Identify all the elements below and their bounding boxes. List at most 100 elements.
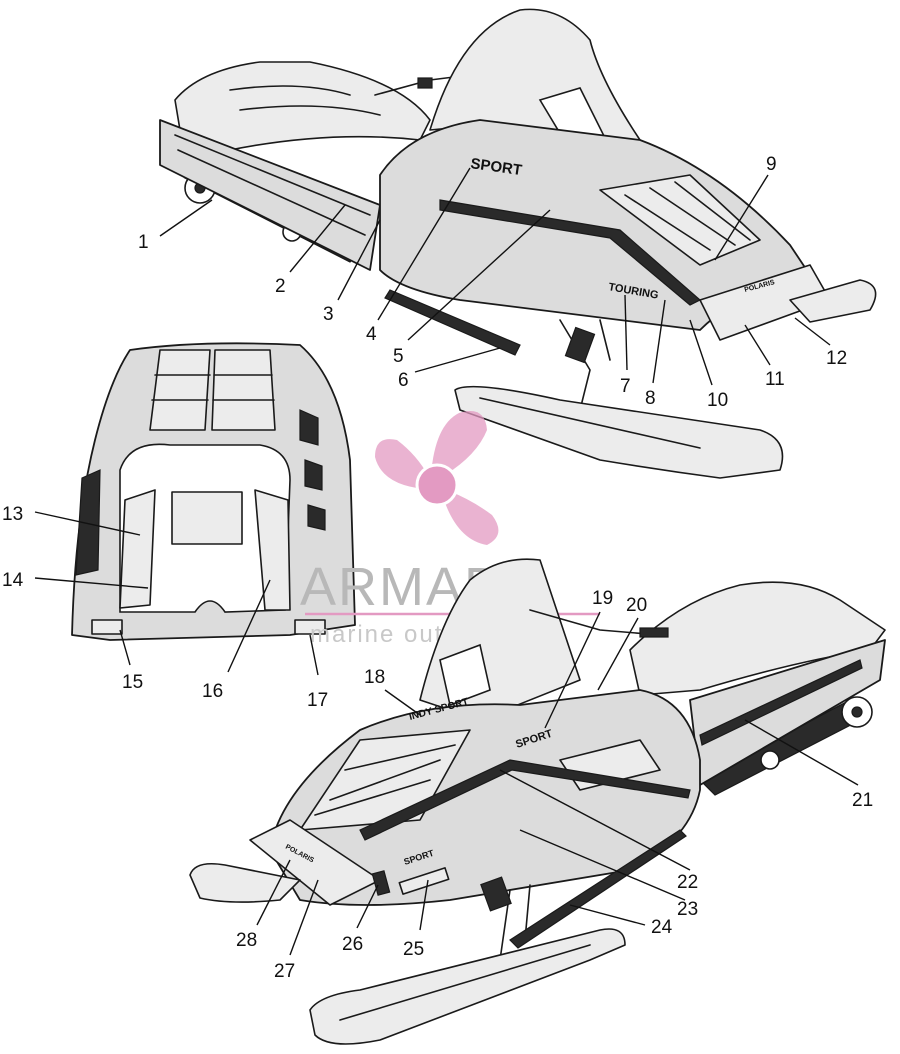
- leader-19: [544, 611, 601, 729]
- leader-24: [569, 904, 646, 926]
- callout-20: 20: [626, 595, 647, 616]
- leader-7: [624, 294, 628, 371]
- leader-6: [414, 347, 501, 373]
- callout-22: 22: [677, 872, 698, 893]
- hood-top-vent-left: [149, 349, 211, 431]
- hood-stripe-decal-bottom: [359, 759, 691, 841]
- leader-4: [377, 167, 471, 321]
- callout-16: 16: [202, 681, 223, 702]
- callout-18: 18: [364, 667, 385, 688]
- callout-17: 17: [307, 690, 328, 711]
- shock-bottom: [480, 876, 512, 912]
- side-slot-3: [307, 504, 326, 531]
- hood-front-view: [71, 342, 356, 641]
- side-slot-2: [304, 459, 323, 491]
- hood-top: [379, 119, 811, 331]
- side-slot-left: [75, 469, 101, 576]
- hood-vents-top: [599, 174, 761, 266]
- callout-3: 3: [323, 304, 334, 325]
- leader-5: [407, 209, 551, 341]
- propeller-blade-top: [431, 411, 487, 475]
- leader-28: [256, 859, 291, 926]
- leader-16: [227, 579, 271, 673]
- leader-9: [714, 174, 769, 261]
- leader-lines: [34, 167, 859, 956]
- leader-3: [337, 219, 381, 301]
- lower-side-stripe-bottom: [509, 829, 687, 949]
- hood-corner-vent-left: [91, 619, 123, 635]
- callout-5: 5: [393, 346, 404, 367]
- leader-26: [356, 884, 379, 929]
- seat-stitch-top: [229, 85, 381, 116]
- callout-24: 24: [651, 917, 673, 938]
- leader-21: [744, 719, 859, 786]
- tunnel-side-top: [159, 119, 381, 271]
- leader-25: [419, 879, 429, 931]
- callout-1: 1: [138, 232, 149, 253]
- callout-14: 14: [2, 570, 24, 591]
- shock-top: [564, 326, 596, 364]
- snowmobile-top: SPORT TOURING POLARIS: [159, 8, 877, 479]
- callout-19: 19: [592, 588, 613, 609]
- hood-top-vent-right: [211, 349, 276, 431]
- tunnel-stripe-bottom: [699, 659, 863, 746]
- leader-13: [34, 511, 141, 536]
- leader-23: [519, 829, 686, 901]
- front-suspension-top: [559, 319, 611, 411]
- leader-20: [597, 617, 639, 691]
- propeller-hub-ring: [415, 463, 459, 507]
- callout-11: 11: [765, 369, 785, 390]
- track-wheel-rear-bottom: [760, 750, 780, 770]
- callout-15: 15: [122, 672, 143, 693]
- callout-8: 8: [645, 388, 656, 409]
- ski-rear-top: [789, 279, 877, 323]
- leader-1: [159, 199, 213, 237]
- hood-corner-vent-right: [294, 619, 326, 635]
- callout-26: 26: [342, 934, 363, 955]
- gauge-pod-bottom: [439, 643, 491, 707]
- tunnel-stripe-top: [174, 134, 371, 236]
- callout-12: 12: [826, 348, 847, 369]
- leader-18: [384, 689, 421, 716]
- propeller-hub: [417, 465, 457, 505]
- hood-side-panel-left: [119, 489, 156, 609]
- leader-14: [34, 577, 149, 589]
- callout-25: 25: [403, 939, 424, 960]
- leader-15: [119, 629, 131, 666]
- callout-6: 6: [398, 370, 409, 391]
- leader-10: [689, 319, 713, 386]
- leader-27: [289, 879, 319, 956]
- side-slot-1: [299, 409, 319, 446]
- callout-21: 21: [852, 790, 873, 811]
- track-hub-front-bottom: [851, 706, 863, 718]
- callout-7: 7: [620, 376, 631, 397]
- hood-vent-lines-top: [624, 181, 751, 251]
- callout-27: 27: [274, 961, 295, 982]
- leader-8: [652, 299, 666, 384]
- hood-vent-divider-lines: [151, 374, 275, 401]
- leader-17: [309, 634, 319, 676]
- hood-side-panel-right: [254, 489, 291, 611]
- callout-23: 23: [677, 899, 698, 920]
- lower-side-stripe-top: [384, 289, 521, 356]
- callout-28: 28: [236, 930, 257, 951]
- ski-far-bottom: [189, 862, 301, 903]
- propeller-blade-left: [375, 439, 429, 489]
- reflector-bottom: [398, 867, 450, 895]
- seat-bottom: [629, 581, 886, 696]
- propeller-blade-bottom: [443, 491, 499, 545]
- callout-9: 9: [766, 154, 777, 175]
- leader-11: [744, 324, 771, 366]
- hood-plate: [171, 491, 243, 545]
- leader-2: [289, 204, 346, 273]
- handlebar-grip-top: [417, 77, 433, 89]
- armada-logo-icon: [375, 411, 499, 545]
- ski-front-top: [454, 385, 784, 479]
- callout-2: 2: [275, 276, 286, 297]
- leader-12: [794, 317, 831, 346]
- ski-groove-top: [479, 397, 701, 449]
- hood-vent-lines-bottom: [314, 744, 456, 816]
- callout-13: 13: [2, 504, 23, 525]
